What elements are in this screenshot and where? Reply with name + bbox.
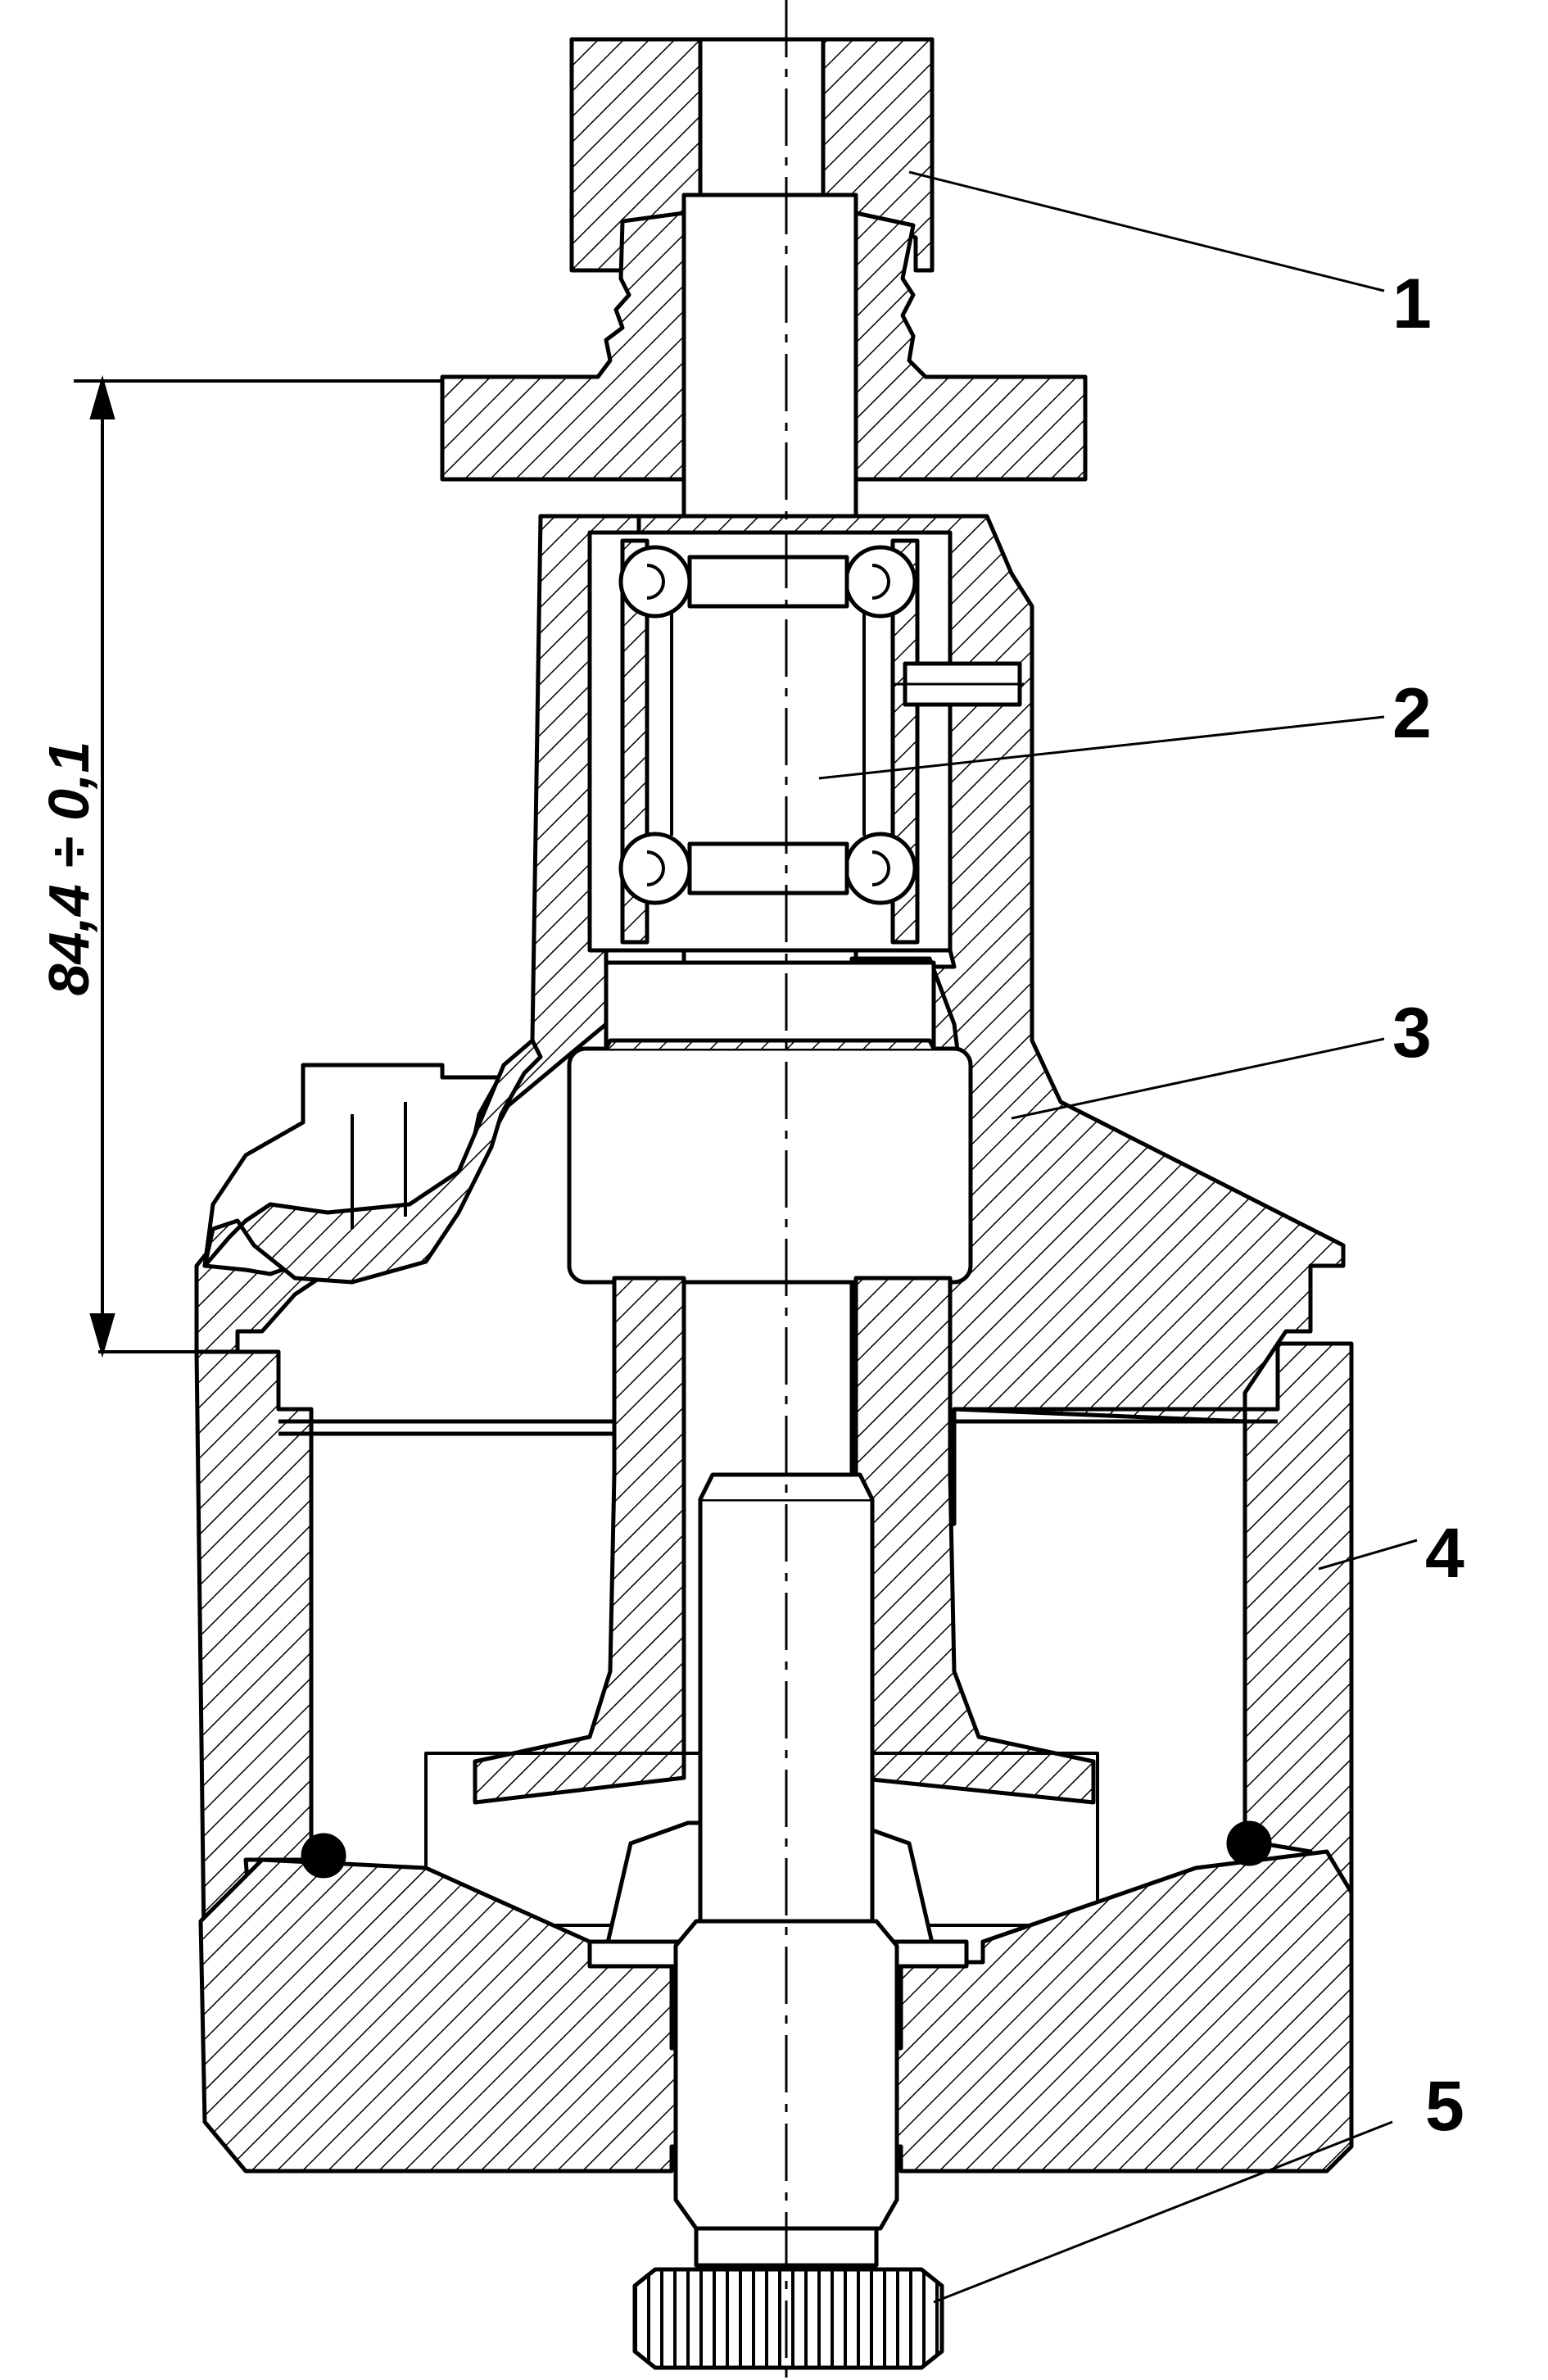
bearing-balls xyxy=(618,545,917,905)
leader-4 xyxy=(1318,1539,1418,1571)
callout-3: 3 xyxy=(1392,994,1432,1072)
side-boss xyxy=(202,1038,543,1285)
callout-1: 1 xyxy=(1392,265,1432,343)
leader-3 xyxy=(1011,1037,1385,1120)
drawing-body xyxy=(194,0,1354,2380)
leader-1 xyxy=(908,170,1385,292)
dimension-label: 84,4 ÷ 0,1 xyxy=(37,741,101,996)
dimension-84-4 xyxy=(74,374,442,1358)
callout-2: 2 xyxy=(1392,674,1432,753)
knurled-knob xyxy=(632,2267,944,2370)
callout-5: 5 xyxy=(1425,2067,1464,2146)
top-nut xyxy=(569,37,935,273)
callout-4: 4 xyxy=(1425,1514,1464,1593)
seal-block xyxy=(567,960,973,1285)
leader-5 xyxy=(933,2120,1393,2304)
leader-2 xyxy=(818,715,1385,780)
leader-lines xyxy=(818,170,1418,2304)
